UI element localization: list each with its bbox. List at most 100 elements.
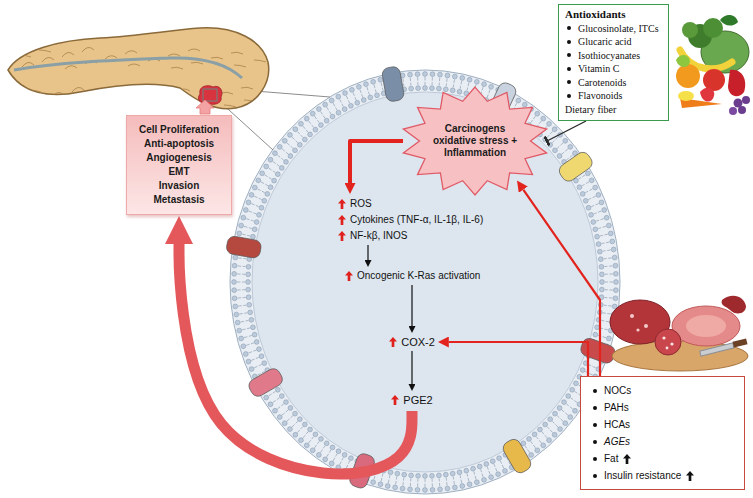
meat-products [644, 324, 648, 328]
lipid-head [262, 198, 267, 203]
lipid-head [585, 171, 590, 176]
pancreas-texture [125, 51, 137, 54]
signal-arrow [411, 285, 412, 326]
lipid-head [409, 86, 414, 91]
lipid-head [368, 95, 373, 100]
lipid-head [241, 344, 246, 349]
lipid-head [260, 171, 265, 176]
lipid-head [304, 443, 309, 448]
lipid-tail [237, 273, 245, 274]
lipid-head [553, 148, 558, 153]
lipid-head [272, 178, 277, 183]
lipid-head [599, 287, 604, 292]
node-text: Fat [604, 450, 618, 467]
membrane-proteins [225, 66, 616, 490]
lipid-head [596, 193, 601, 198]
meat-products [722, 296, 746, 314]
lipid-tail [238, 265, 246, 267]
lipid-tail [249, 211, 257, 214]
lipid-head [237, 328, 242, 333]
lipid-tail [292, 137, 298, 143]
fruits-vegetables [720, 15, 738, 26]
signal-arrow [367, 245, 368, 260]
lipid-head [443, 87, 448, 92]
lipid-head [402, 472, 407, 477]
node-text: Invasion [159, 179, 200, 193]
lipid-head [246, 359, 251, 364]
lipid-head [612, 255, 617, 260]
lipid-head [608, 231, 613, 236]
fruits-vegetables [676, 15, 750, 115]
lipid-head [457, 89, 462, 94]
lipid-head [254, 340, 259, 345]
lipid-tail [309, 121, 314, 127]
lipid-head [239, 223, 244, 228]
lipid-head [302, 137, 307, 142]
lipid-head [254, 220, 259, 225]
lipid-head [355, 100, 360, 105]
lipid-head [313, 432, 318, 437]
text-line: EMT [132, 165, 226, 179]
lipid-head [496, 472, 501, 477]
lipid-head [460, 484, 465, 489]
lipid-tail [605, 273, 613, 274]
lipid-tail [244, 335, 252, 337]
lipid-tail [327, 450, 331, 457]
lipid-head [348, 456, 353, 461]
up-arrow [196, 100, 214, 114]
lipid-head [248, 310, 253, 315]
lipid-tail [562, 149, 568, 154]
lipid-head [310, 448, 315, 453]
lipid-tail [557, 143, 563, 148]
lipid-tail [374, 85, 376, 93]
membrane-protein [501, 437, 534, 475]
lipid-head [438, 72, 443, 77]
lipid-tail [381, 83, 383, 91]
lipid-tail [591, 204, 598, 207]
increase-arrow [623, 454, 631, 464]
lipid-tail [238, 257, 246, 259]
lipid-head [348, 103, 353, 108]
lipid-head [436, 473, 441, 478]
text-line: Glucosinolate, ITCs [565, 22, 659, 36]
membrane-protein [381, 66, 405, 103]
text-line: Oncogenic K-Ras activation [345, 268, 480, 284]
lipid-head [589, 178, 594, 183]
lipid-head [600, 280, 605, 285]
pancreas-texture [168, 54, 180, 56]
pancreas-texture [231, 52, 243, 54]
lipid-head [416, 86, 421, 91]
lipid-head [275, 172, 280, 177]
arrow-shape [338, 231, 346, 241]
lipid-head [580, 368, 585, 373]
bullet [567, 40, 571, 44]
text-line: Insulin resistance [591, 467, 734, 484]
pancreas-texture [181, 102, 193, 104]
lipid-heads [246, 86, 605, 479]
star-shape [403, 87, 546, 195]
arrow-shape [389, 337, 397, 347]
pancreas-texture [52, 92, 64, 97]
bullet [567, 80, 571, 84]
lipid-head [279, 166, 284, 171]
lipid-head [293, 148, 298, 153]
lipid-head [361, 98, 366, 103]
inhibition-line [547, 121, 586, 141]
node-text: Dietary fiber [565, 103, 616, 117]
node-text: Angiogenesis [146, 151, 212, 165]
meat-products [670, 342, 673, 345]
text-line: ROS [338, 196, 483, 212]
membrane-protein [246, 366, 284, 399]
lipid-head [288, 427, 293, 432]
lipid-head [385, 484, 390, 489]
text-line: Carotenoids [565, 76, 659, 90]
meat-products [672, 306, 740, 346]
lipid-head [423, 86, 428, 91]
lipid-head [552, 127, 557, 132]
lipid-tail [261, 182, 268, 186]
node-text: Carcinogens oxidative stress + Inflammat… [433, 123, 517, 158]
lipid-tail [273, 398, 279, 403]
text-line: Antioxidants [565, 8, 659, 22]
lipid-head [246, 272, 251, 277]
meat-products [610, 296, 748, 371]
